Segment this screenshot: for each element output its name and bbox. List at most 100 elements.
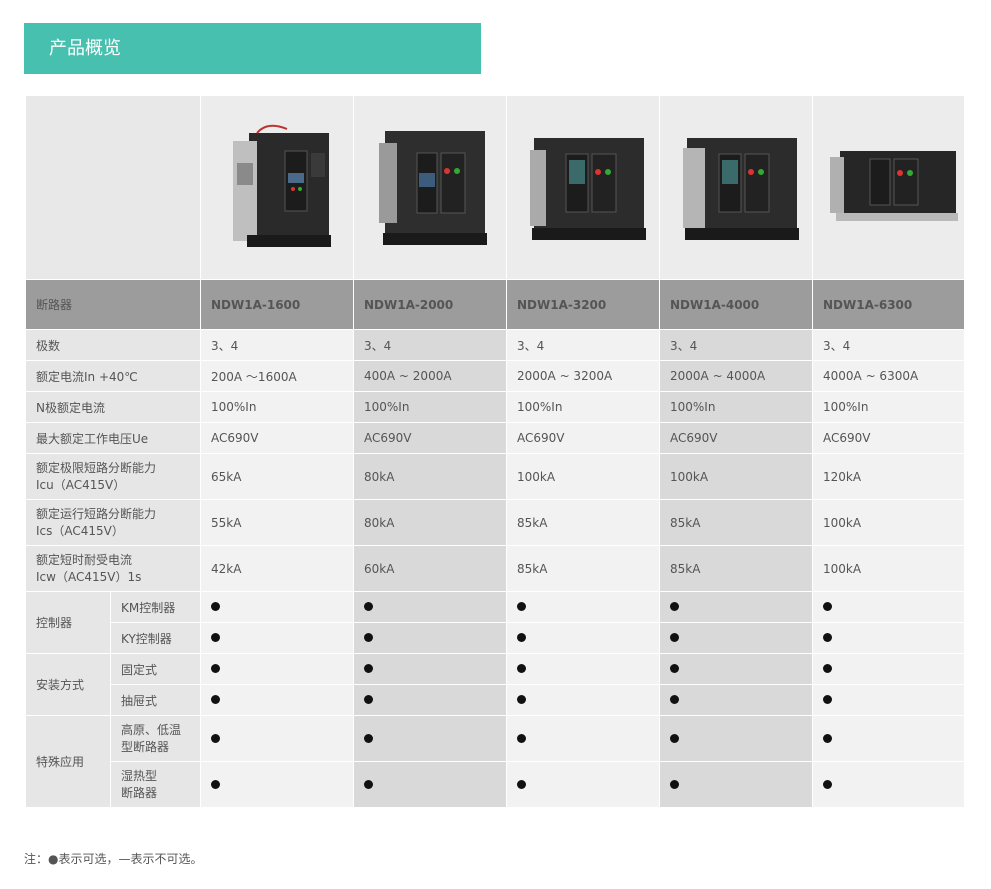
row-label-line1: 额定短时耐受电流 xyxy=(36,552,133,567)
filled-dot-icon xyxy=(517,664,526,673)
footnote: 注：●表示可选，—表示不可选。 xyxy=(24,852,203,866)
table-row: 控制器 KM控制器 xyxy=(25,591,965,654)
table-cell: 3、4 xyxy=(200,329,354,361)
table-cell: 100%In xyxy=(200,391,354,423)
model-name: NDW1A-1600 xyxy=(200,279,354,330)
filled-dot-icon xyxy=(823,779,832,789)
filled-dot-icon xyxy=(211,695,220,704)
circuit-breaker-image xyxy=(682,137,799,240)
option-cell xyxy=(353,591,507,623)
option-cell xyxy=(506,653,660,685)
table-row: 极数 3、4 3、4 3、4 3、4 3、4 xyxy=(25,329,965,361)
sub-label-line1: 高原、低温 xyxy=(121,722,182,737)
filled-dot-icon xyxy=(670,602,679,611)
option-cell xyxy=(659,715,813,762)
row-label: N极额定电流 xyxy=(25,391,201,423)
sub-label: 湿热型 断路器 xyxy=(110,761,201,808)
image-row xyxy=(25,95,965,280)
table-row: 额定运行短路分断能力 Ics（AC415V） 55kA 80kA 85kA 85… xyxy=(25,499,965,546)
option-cell xyxy=(659,761,813,808)
option-cell xyxy=(200,591,354,623)
option-cell xyxy=(200,715,354,762)
product-image-6300 xyxy=(812,95,965,280)
table-row: 安装方式 固定式 xyxy=(25,653,965,716)
circuit-breaker-image xyxy=(529,137,646,240)
row-label: 额定极限短路分断能力 Icu（AC415V） xyxy=(25,453,201,500)
row-label-line1: 额定极限短路分断能力 xyxy=(36,460,157,475)
sub-label: 固定式 xyxy=(110,653,201,685)
empty-corner-cell xyxy=(25,95,201,280)
table-cell: AC690V xyxy=(353,422,507,454)
table-cell: 100kA xyxy=(812,499,965,546)
table-cell: 55kA xyxy=(200,499,354,546)
table-cell: 3、4 xyxy=(353,329,507,361)
table-cell: 3、4 xyxy=(659,329,813,361)
filled-dot-icon xyxy=(823,664,832,673)
table-row: 额定电流In +40℃ 200A ～1600A 400A ~ 2000A 200… xyxy=(25,360,965,392)
option-cell xyxy=(659,622,813,654)
filled-dot-icon xyxy=(364,779,373,789)
filled-dot-icon xyxy=(211,633,220,642)
filled-dot-icon xyxy=(211,733,220,743)
table-row: 额定极限短路分断能力 Icu（AC415V） 65kA 80kA 100kA 1… xyxy=(25,453,965,500)
model-header-row: 断路器 NDW1A-1600 NDW1A-2000 NDW1A-3200 NDW… xyxy=(25,279,965,330)
table-cell: 4000A ~ 6300A xyxy=(812,360,965,392)
table-cell: 100kA xyxy=(506,453,660,500)
filled-dot-icon xyxy=(670,664,679,673)
filled-dot-icon xyxy=(364,695,373,704)
table-cell: 60kA xyxy=(353,545,507,592)
sub-label: KY控制器 xyxy=(110,622,201,654)
model-name: NDW1A-6300 xyxy=(812,279,965,330)
table-cell: AC690V xyxy=(200,422,354,454)
row-label: 额定短时耐受电流 Icw（AC415V）1s xyxy=(25,545,201,592)
table-cell: 100kA xyxy=(659,453,813,500)
option-cell xyxy=(659,684,813,716)
option-cell xyxy=(353,761,507,808)
model-name: NDW1A-4000 xyxy=(659,279,813,330)
row-label-line2: Icw（AC415V）1s xyxy=(36,569,142,584)
option-cell xyxy=(659,653,813,685)
option-cell xyxy=(812,622,965,654)
option-cell xyxy=(812,761,965,808)
page-title: 产品概览 xyxy=(24,23,481,74)
filled-dot-icon xyxy=(211,602,220,611)
option-cell xyxy=(353,715,507,762)
table-cell: 85kA xyxy=(659,545,813,592)
table-cell: 85kA xyxy=(506,499,660,546)
table-cell: 65kA xyxy=(200,453,354,500)
table-cell: 80kA xyxy=(353,499,507,546)
table-cell: AC690V xyxy=(659,422,813,454)
option-cell xyxy=(506,761,660,808)
option-cell xyxy=(812,653,965,685)
filled-dot-icon xyxy=(670,779,679,789)
row-label: 最大额定工作电压Ue xyxy=(25,422,201,454)
table-cell: 42kA xyxy=(200,545,354,592)
circuit-breaker-image xyxy=(233,124,331,247)
sub-label-line2: 型断路器 xyxy=(121,739,170,754)
option-cell xyxy=(353,653,507,685)
table-cell: 2000A ~ 3200A xyxy=(506,360,660,392)
circuit-breaker-image xyxy=(830,150,958,221)
filled-dot-icon xyxy=(211,779,220,789)
option-cell xyxy=(506,622,660,654)
filled-dot-icon xyxy=(823,633,832,642)
filled-dot-icon xyxy=(364,733,373,743)
table-cell: 3、4 xyxy=(506,329,660,361)
filled-dot-icon xyxy=(670,733,679,743)
sub-label: KM控制器 xyxy=(110,591,201,623)
option-cell xyxy=(200,761,354,808)
model-name: NDW1A-2000 xyxy=(353,279,507,330)
table-cell: 100%In xyxy=(659,391,813,423)
table-row: 额定短时耐受电流 Icw（AC415V）1s 42kA 60kA 85kA 85… xyxy=(25,545,965,592)
option-cell xyxy=(506,591,660,623)
row-label-line2: Icu（AC415V） xyxy=(36,477,126,492)
option-cell xyxy=(659,591,813,623)
product-spec-table: 断路器 NDW1A-1600 NDW1A-2000 NDW1A-3200 NDW… xyxy=(25,95,965,808)
sub-label-line2: 断路器 xyxy=(121,785,158,800)
option-cell xyxy=(506,684,660,716)
option-cell xyxy=(200,653,354,685)
table-cell: 120kA xyxy=(812,453,965,500)
filled-dot-icon xyxy=(364,633,373,642)
table-row: 最大额定工作电压Ue AC690V AC690V AC690V AC690V A… xyxy=(25,422,965,454)
row-label-line1: 额定运行短路分断能力 xyxy=(36,506,157,521)
